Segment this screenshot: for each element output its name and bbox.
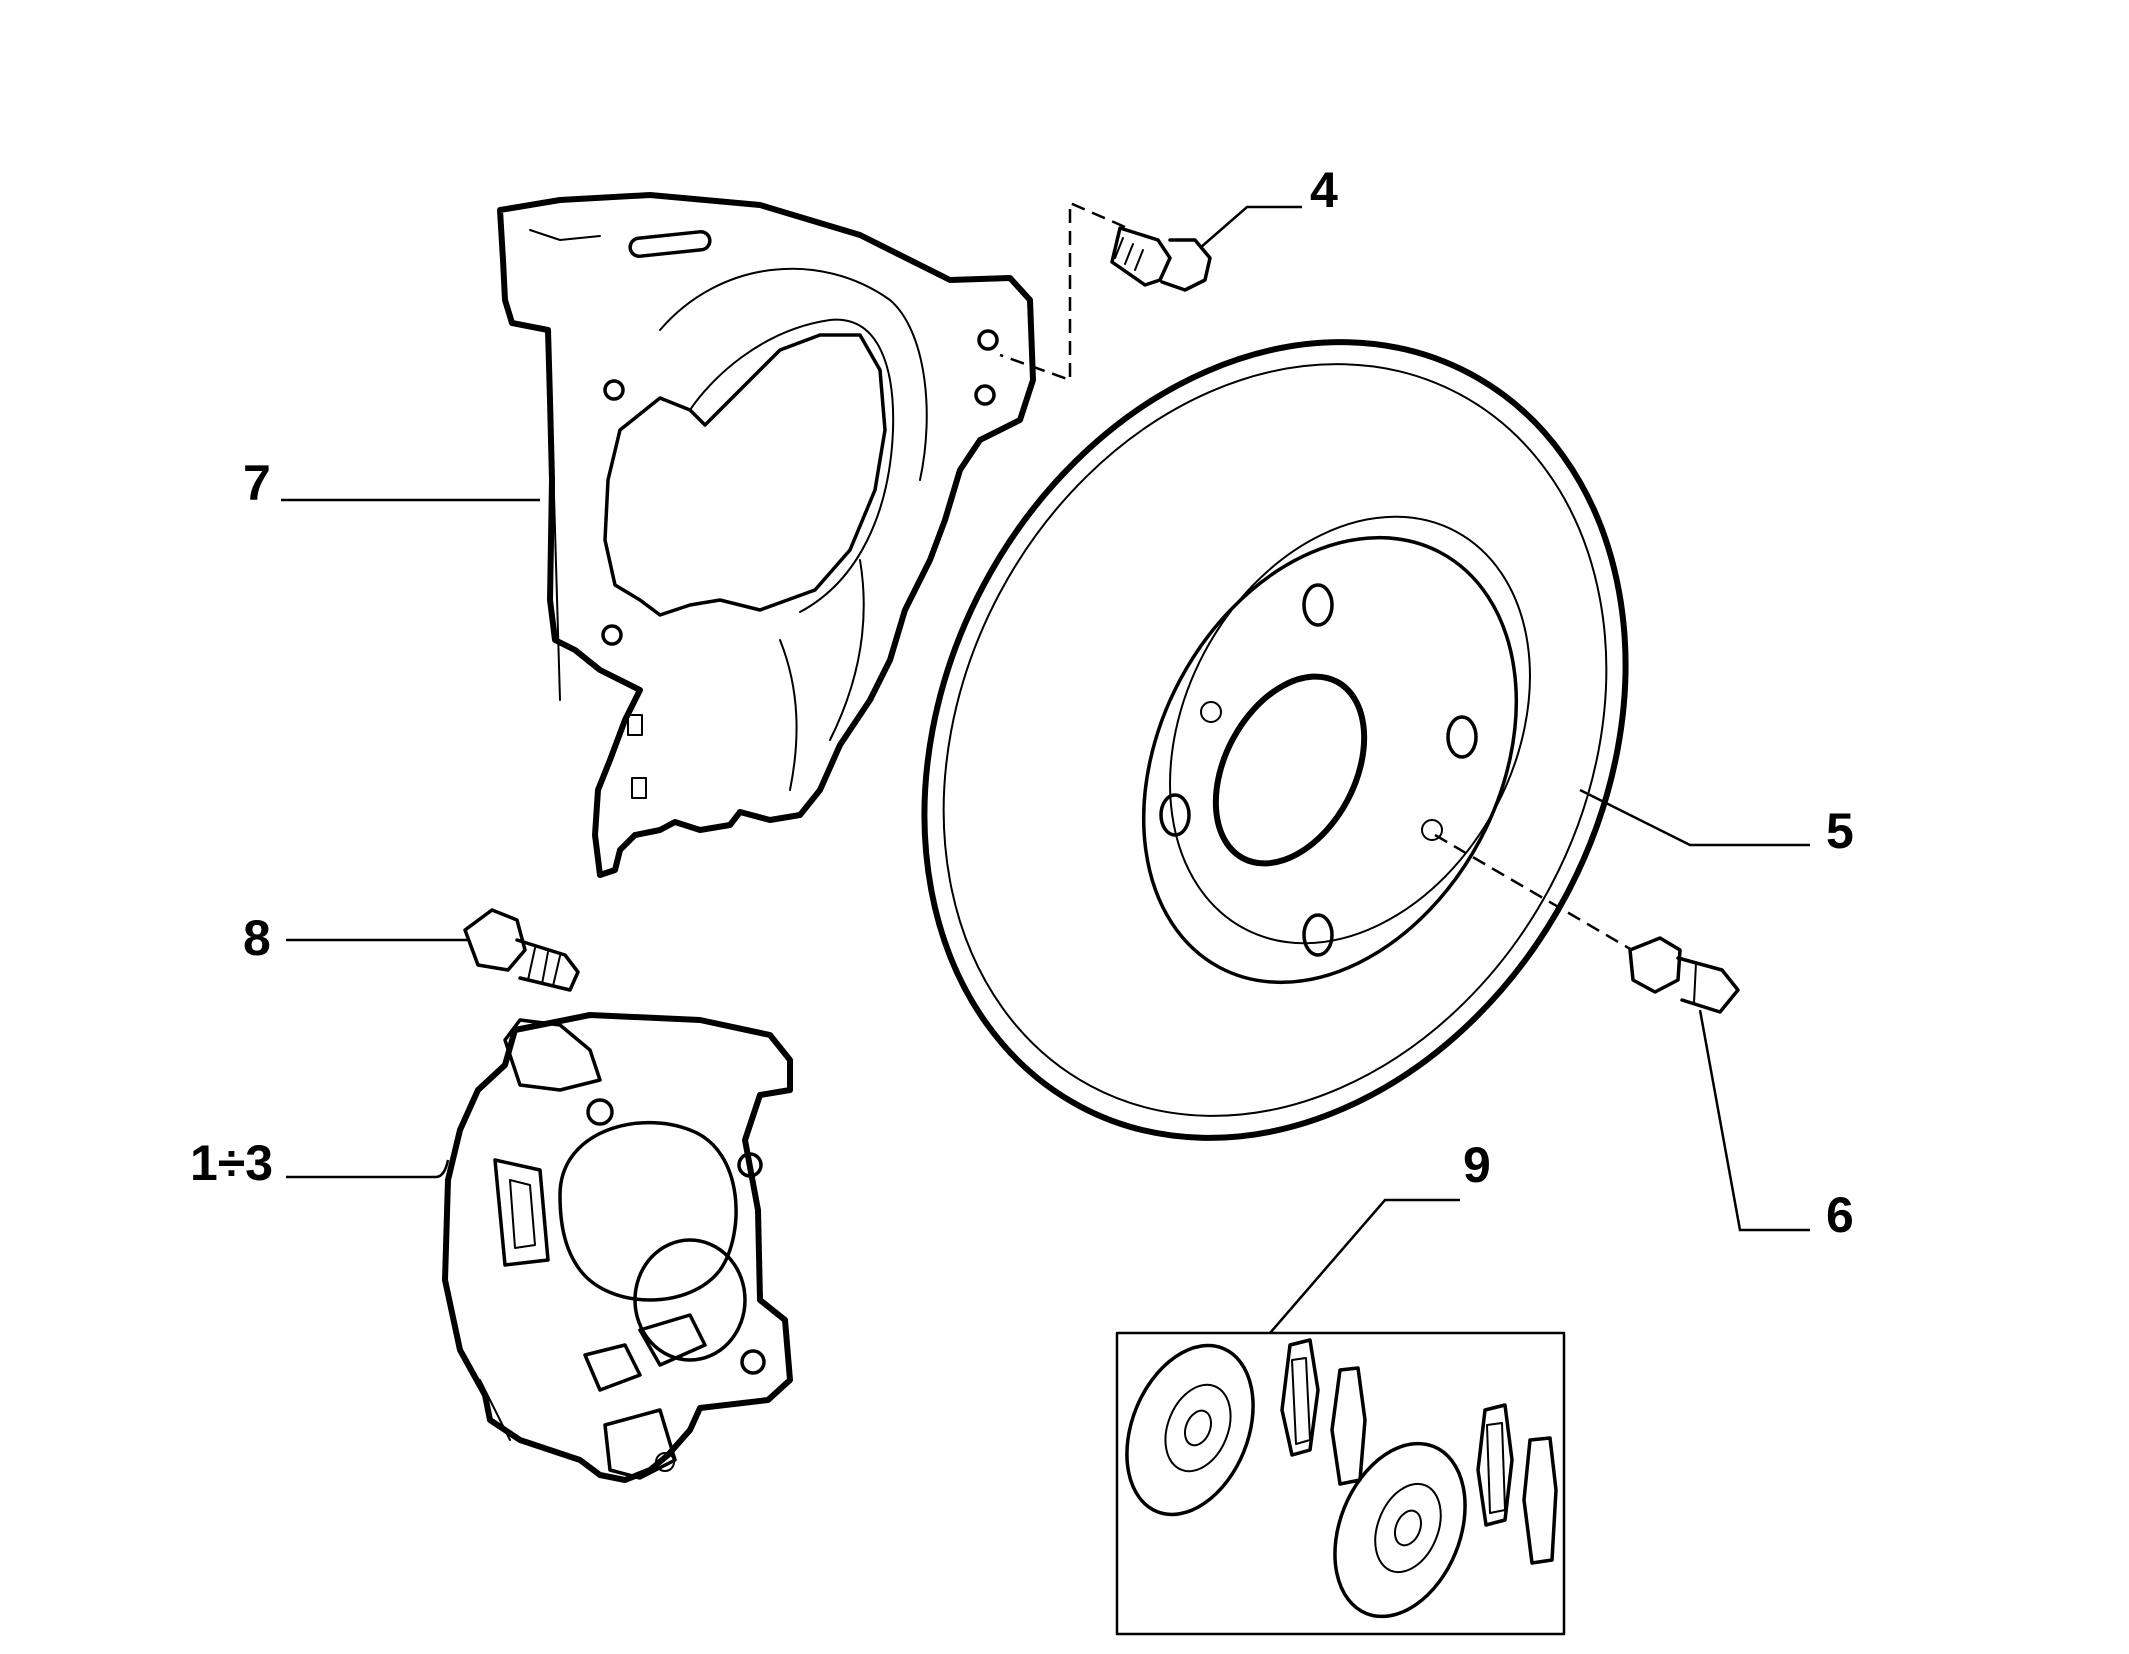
callout-6: 6 xyxy=(1826,1187,1854,1243)
shield-bolt xyxy=(1110,226,1212,292)
callout-5: 5 xyxy=(1826,803,1854,859)
brake-caliper xyxy=(442,1012,793,1483)
callout-9: 9 xyxy=(1463,1137,1491,1193)
callout-4: 4 xyxy=(1310,162,1338,218)
kit-box xyxy=(1115,1331,1566,1636)
callout-8: 8 xyxy=(243,910,271,966)
callout-7: 7 xyxy=(243,455,271,511)
callout-1-3: 1÷3 xyxy=(190,1135,273,1191)
wheel-stud xyxy=(1628,936,1740,1014)
brake-disc xyxy=(921,339,1629,1141)
dust-shield xyxy=(497,192,1036,878)
caliper-bolt xyxy=(463,908,580,992)
